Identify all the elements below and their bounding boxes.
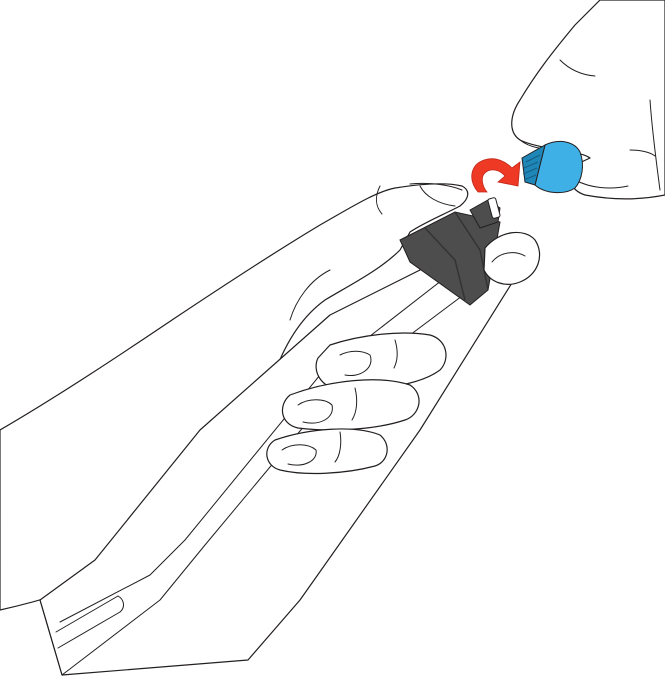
rotate-arrow-icon — [472, 159, 520, 192]
pen-tip-cap — [522, 141, 582, 192]
